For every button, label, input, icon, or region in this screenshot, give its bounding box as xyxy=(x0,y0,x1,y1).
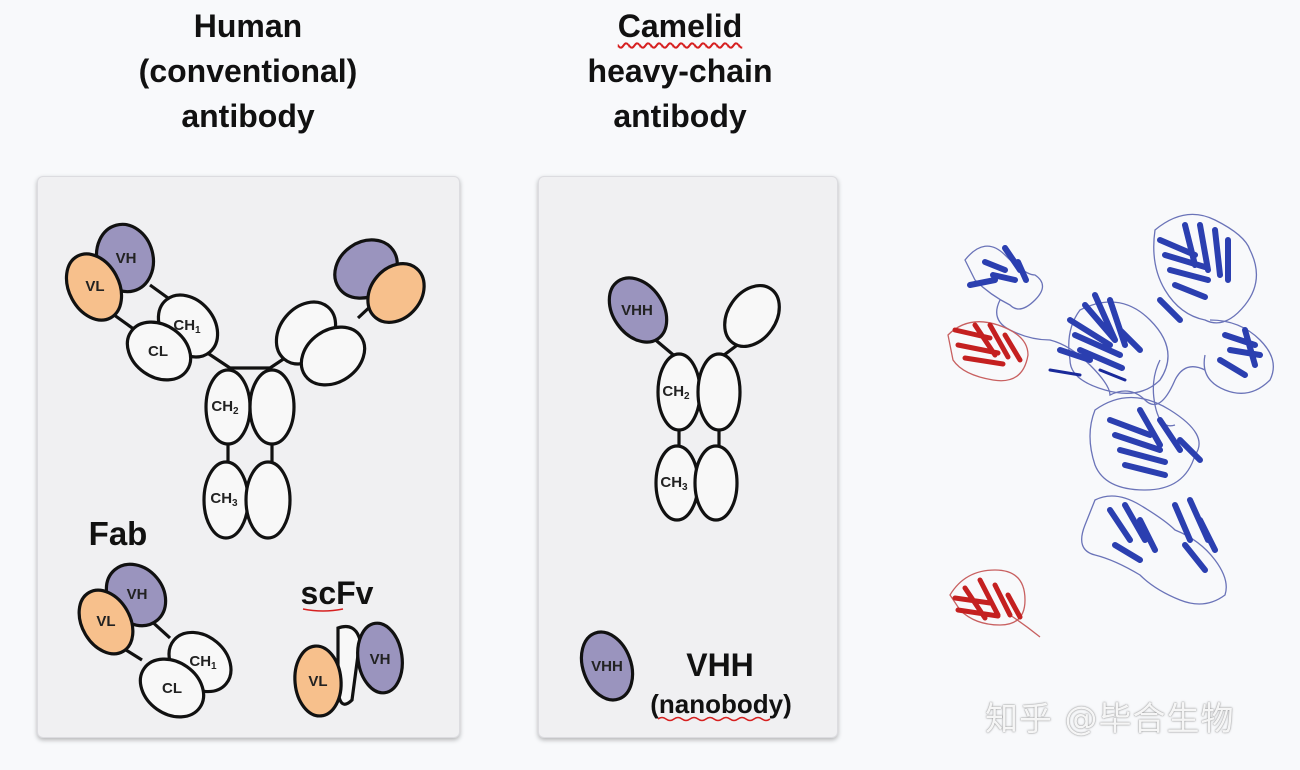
vh-label: VH xyxy=(127,586,148,603)
nanobody-label: (nanobody) xyxy=(650,689,792,719)
vh-label: VH xyxy=(370,651,391,668)
ch1-label: CH1 xyxy=(189,653,217,672)
ch3-domain xyxy=(693,444,739,522)
ch2-label: CH2 xyxy=(211,398,239,417)
cl-label: CL xyxy=(148,343,168,360)
vhh-domain-empty xyxy=(723,284,781,348)
nanobody-crystal-structure xyxy=(949,569,1041,638)
cl-domain xyxy=(125,320,193,382)
human-igg-diagram: VH VL CH1 CL CH2 CH3 xyxy=(64,222,426,540)
ch3-label: CH3 xyxy=(660,474,688,493)
cl-domain xyxy=(138,657,206,719)
ch3-domain xyxy=(244,460,292,540)
vhh-label: VHH xyxy=(591,658,623,675)
camelid-hcab-diagram: VHH CH2 CH3 xyxy=(607,276,781,522)
igg-crystal-structure xyxy=(947,213,1274,605)
vh-label: VH xyxy=(116,250,137,267)
ch2-domain xyxy=(696,352,742,432)
vhh-domain xyxy=(607,276,669,344)
vl-domain xyxy=(77,588,135,656)
cl-label: CL xyxy=(162,680,182,697)
ch2-domain xyxy=(248,368,296,446)
vhh-title: VHH xyxy=(686,647,754,683)
fab-diagram: Fab VH VL CH1 CL xyxy=(77,515,233,719)
scfv-diagram: scFv VH VL xyxy=(293,575,404,718)
vhh-domain xyxy=(579,630,635,702)
vhh-label: VHH xyxy=(621,302,653,319)
zhihu-watermark: 知乎 @毕合生物 xyxy=(985,699,1235,738)
cl-domain xyxy=(299,325,367,387)
vl-label: VL xyxy=(96,613,115,630)
ch1-label: CH1 xyxy=(173,317,201,336)
vh-domain xyxy=(356,621,404,695)
scfv-label: scFv xyxy=(301,575,374,611)
nanobody-diagram: VHH VHH (nanobody) xyxy=(579,630,792,722)
vl-domain xyxy=(293,644,343,718)
ch2-label: CH2 xyxy=(662,383,690,402)
ch3-label: CH3 xyxy=(210,490,238,509)
fab-label: Fab xyxy=(89,515,148,552)
human-antibody-title: Human (conventional) antibody xyxy=(138,8,358,134)
vl-domain xyxy=(366,262,426,324)
vl-domain xyxy=(64,252,124,322)
vl-label: VL xyxy=(85,278,104,295)
camelid-antibody-title: Camelid heavy-chain antibody xyxy=(587,8,773,134)
vl-label: VL xyxy=(308,673,327,690)
